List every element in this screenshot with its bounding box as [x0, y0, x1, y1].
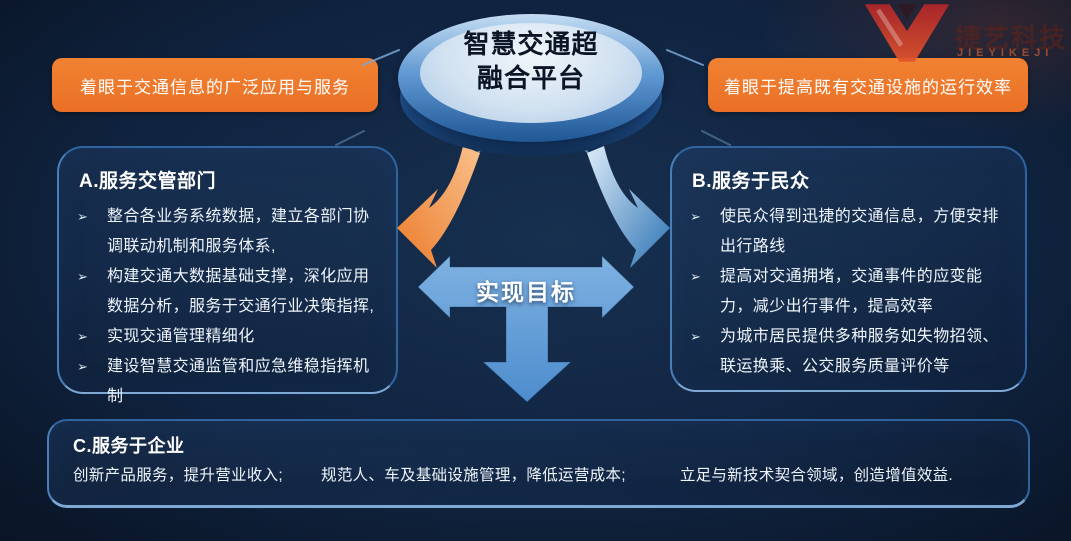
- arrow-bullet-icon: ➢: [690, 209, 701, 224]
- panel-c-content: C.服务于企业 创新产品服务，提升营业收入; 规范人、车及基础设施管理，降低运营…: [49, 421, 1028, 485]
- list-item: ➢ 实现交通管理精细化: [77, 322, 382, 352]
- list-item-text: 使民众得到迅捷的交通信息，方便安排出行路线: [720, 208, 999, 255]
- arrow-bullet-icon: ➢: [77, 209, 88, 224]
- list-item: ➢ 整合各业务系统数据，建立各部门协调联动机制和服务体系,: [77, 202, 382, 262]
- panel-c-title: C.服务于企业: [73, 436, 185, 456]
- list-item: ➢ 使民众得到迅捷的交通信息，方便安排出行路线: [690, 202, 1011, 262]
- panel-a-title: A.服务交管部门: [79, 171, 217, 192]
- list-item-text: 整合各业务系统数据，建立各部门协调联动机制和服务体系,: [107, 208, 370, 255]
- enterprise-item: 立足与新技术契合领域，创造增值效益.: [679, 467, 954, 484]
- list-item-text: 为城市居民提供多种服务如失物招领、联运换乘、公交服务质量评价等: [720, 328, 999, 375]
- panel-services-enterprise: C.服务于企业 创新产品服务，提升营业收入; 规范人、车及基础设施管理，降低运营…: [47, 419, 1030, 508]
- arrow-bullet-icon: ➢: [77, 329, 88, 344]
- arrow-bullet-icon: ➢: [77, 269, 88, 284]
- list-item-text: 提高对交通拥堵，交通事件的应变能力，减少出行事件，提高效率: [720, 268, 983, 315]
- enterprise-item: 规范人、车及基础设施管理，降低运营成本;: [321, 467, 626, 484]
- brand-name-cn: 捷艺科技: [955, 23, 1068, 53]
- list-item-text: 实现交通管理精细化: [107, 328, 255, 345]
- brand-v-logo-icon: [864, 4, 950, 62]
- panel-services-public: B.服务于民众 ➢ 使民众得到迅捷的交通信息，方便安排出行路线 ➢ 提高对交通拥…: [670, 146, 1027, 392]
- panel-a-content: A.服务交管部门 ➢ 整合各业务系统数据，建立各部门协调联动机制和服务体系, ➢…: [59, 148, 396, 412]
- brand-name-en: JIEYIKEJI: [957, 47, 1054, 59]
- panel-c-items: 创新产品服务，提升营业收入; 规范人、车及基础设施管理，降低运营成本; 立足与新…: [73, 463, 1004, 485]
- list-item: ➢ 为城市居民提供多种服务如失物招领、联运换乘、公交服务质量评价等: [690, 322, 1011, 382]
- panel-b-content: B.服务于民众 ➢ 使民众得到迅捷的交通信息，方便安排出行路线 ➢ 提高对交通拥…: [672, 148, 1025, 382]
- arrow-bullet-icon: ➢: [77, 359, 88, 374]
- goal-label: 实现目标: [476, 279, 576, 305]
- list-item: ➢ 提高对交通拥堵，交通事件的应变能力，减少出行事件，提高效率: [690, 262, 1011, 322]
- platform-title-line2: 融合平台: [476, 63, 585, 93]
- platform-title-line1: 智慧交通超: [463, 29, 599, 59]
- panel-services-traffic-dept: A.服务交管部门 ➢ 整合各业务系统数据，建立各部门协调联动机制和服务体系, ➢…: [57, 146, 398, 405]
- list-item-text: 构建交通大数据基础支撑，深化应用数据分析，服务于交通行业决策指挥,: [107, 268, 375, 315]
- platform-title: 智慧交通超 融合平台: [398, 27, 664, 95]
- list-item: ➢ 构建交通大数据基础支撑，深化应用数据分析，服务于交通行业决策指挥,: [77, 262, 382, 322]
- list-item: ➢ 建设智慧交通监管和应急维稳指挥机制: [77, 352, 382, 412]
- platform-disc: 智慧交通超 融合平台: [398, 10, 664, 158]
- arrow-bullet-icon: ➢: [690, 329, 701, 344]
- disc-face-ellipse: [420, 23, 642, 123]
- orange-curved-arrow: [397, 146, 480, 268]
- banner-right-text: 着眼于提高既有交通设施的运行效率: [724, 77, 1012, 97]
- enterprise-item: 创新产品服务，提升营业收入;: [73, 467, 284, 484]
- banner-left-text: 着眼于交通信息的广泛应用与服务: [80, 77, 350, 97]
- banner-left: 着眼于交通信息的广泛应用与服务: [52, 58, 378, 112]
- brand-watermark: 捷艺科技 JIEYIKEJI: [857, 0, 1071, 64]
- blue-curved-arrow: [587, 146, 670, 268]
- arrow-bullet-icon: ➢: [690, 269, 701, 284]
- panel-b-title: B.服务于民众: [692, 171, 810, 192]
- banner-right: 着眼于提高既有交通设施的运行效率: [708, 58, 1028, 112]
- list-item-text: 建设智慧交通监管和应急维稳指挥机制: [107, 358, 370, 405]
